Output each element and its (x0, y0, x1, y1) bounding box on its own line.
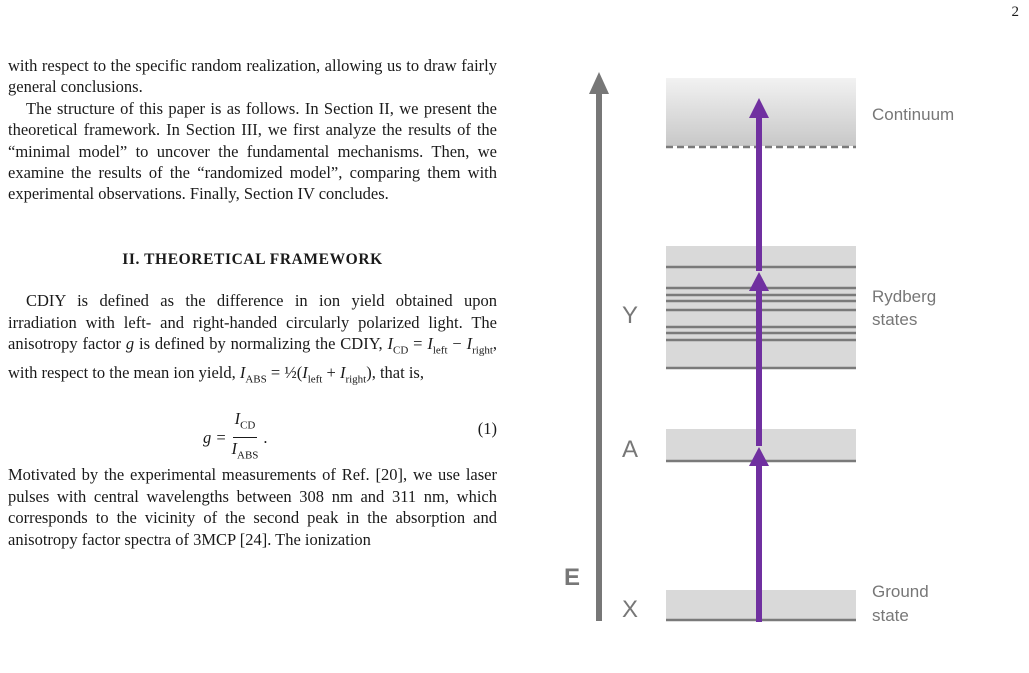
equation-lhs: g = (203, 427, 227, 447)
paragraph-2: The structure of this paper is as follow… (8, 98, 497, 204)
energy-axis-shaft (596, 90, 602, 621)
arrow-y-to-continuum-head (749, 98, 769, 118)
paragraph-1: with respect to the specific random real… (8, 56, 497, 97)
equation-fraction: ICD IABS (231, 409, 259, 462)
page-number: 2 (1011, 4, 1020, 20)
paragraph-4: Motivated by the experimental measuremen… (8, 465, 497, 549)
rydberg-label-line1: Rydberg (872, 287, 936, 306)
text-column: with respect to the specific random real… (8, 55, 497, 550)
energy-level-diagram: E Continuum Y Rydberg states A X Ground … (564, 72, 954, 625)
ground-label-line2: state (872, 606, 909, 625)
arrow-a-to-y-shaft (756, 286, 762, 446)
arrow-a-to-y-head (749, 272, 769, 291)
ground-label-line1: Ground (872, 582, 929, 601)
rydberg-label-line2: states (872, 310, 917, 329)
energy-axis-arrowhead (589, 72, 609, 94)
excitation-arrows (749, 98, 769, 622)
equation-1: g = ICD IABS . (1) (8, 404, 497, 461)
section-heading: II. THEORETICAL FRAMEWORK (122, 250, 383, 268)
level-letter-a: A (622, 436, 638, 463)
equation-number: (1) (477, 419, 497, 439)
arrow-x-to-a-head (749, 447, 769, 466)
energy-axis-label: E (564, 564, 580, 591)
arrow-x-to-a-shaft (756, 460, 762, 622)
arrow-y-to-continuum-shaft (756, 116, 762, 271)
paragraph-3: CDIY is defined as the difference in ion… (8, 291, 498, 386)
level-letter-x: X (622, 596, 638, 623)
level-letter-y: Y (622, 302, 638, 329)
continuum-label: Continuum (872, 105, 954, 124)
